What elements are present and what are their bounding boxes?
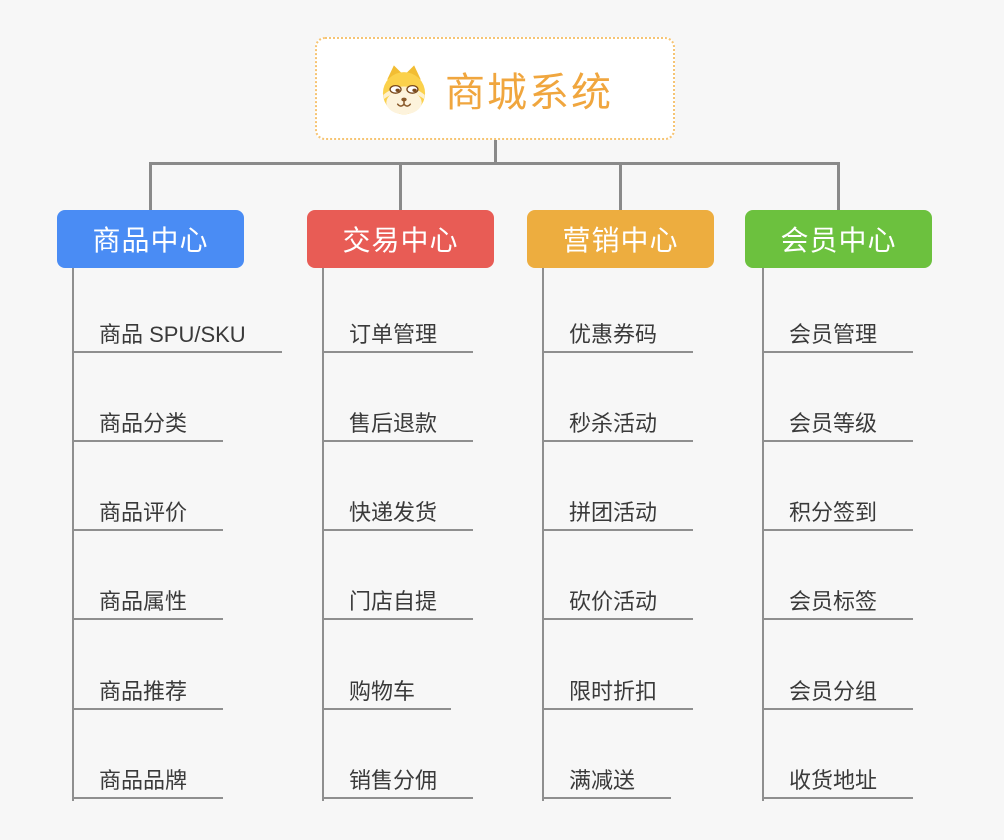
leaf-node[interactable]: 会员标签 — [762, 586, 914, 620]
leaf-node[interactable]: 订单管理 — [322, 319, 474, 353]
leaf-node[interactable]: 会员分组 — [762, 676, 914, 710]
leaf-node[interactable]: 会员等级 — [762, 408, 914, 442]
branch-header-marketing[interactable]: 营销中心 — [527, 210, 714, 268]
connector-drop-1 — [149, 162, 152, 210]
leaf-node[interactable]: 拼团活动 — [542, 497, 694, 531]
branch-trunk-2 — [322, 268, 324, 801]
leaf-node[interactable]: 秒杀活动 — [542, 408, 694, 442]
branch-trunk-3 — [542, 268, 544, 801]
connector-bus — [149, 162, 840, 165]
leaf-node[interactable]: 限时折扣 — [542, 676, 694, 710]
leaf-node[interactable]: 商品品牌 — [72, 765, 224, 799]
leaf-node[interactable]: 砍价活动 — [542, 586, 694, 620]
leaf-node[interactable]: 满减送 — [542, 765, 672, 799]
root-node[interactable]: 商城系统 — [315, 37, 675, 140]
branch-header-product[interactable]: 商品中心 — [57, 210, 244, 268]
branch-header-member[interactable]: 会员中心 — [745, 210, 932, 268]
leaf-node[interactable]: 商品评价 — [72, 497, 224, 531]
leaf-node[interactable]: 门店自提 — [322, 586, 474, 620]
leaf-node[interactable]: 商品推荐 — [72, 676, 224, 710]
leaf-node[interactable]: 收货地址 — [762, 765, 914, 799]
connector-root-stub — [494, 140, 497, 164]
branch-trunk-4 — [762, 268, 764, 801]
leaf-node[interactable]: 商品属性 — [72, 586, 224, 620]
connector-drop-3 — [619, 162, 622, 210]
connector-drop-2 — [399, 162, 402, 210]
leaf-node[interactable]: 快递发货 — [322, 497, 474, 531]
branch-header-trade[interactable]: 交易中心 — [307, 210, 494, 268]
leaf-node[interactable]: 售后退款 — [322, 408, 474, 442]
leaf-node[interactable]: 商品分类 — [72, 408, 224, 442]
root-title: 商城系统 — [445, 70, 613, 115]
connector-drop-4 — [837, 162, 840, 210]
leaf-node[interactable]: 购物车 — [322, 676, 452, 710]
branch-trunk-1 — [72, 268, 74, 801]
leaf-node[interactable]: 优惠券码 — [542, 319, 694, 353]
leaf-node[interactable]: 商品 SPU/SKU — [72, 319, 282, 353]
leaf-node[interactable]: 会员管理 — [762, 319, 914, 353]
leaf-node[interactable]: 销售分佣 — [322, 765, 474, 799]
leaf-node[interactable]: 积分签到 — [762, 497, 914, 531]
shiba-dog-icon — [382, 64, 426, 114]
